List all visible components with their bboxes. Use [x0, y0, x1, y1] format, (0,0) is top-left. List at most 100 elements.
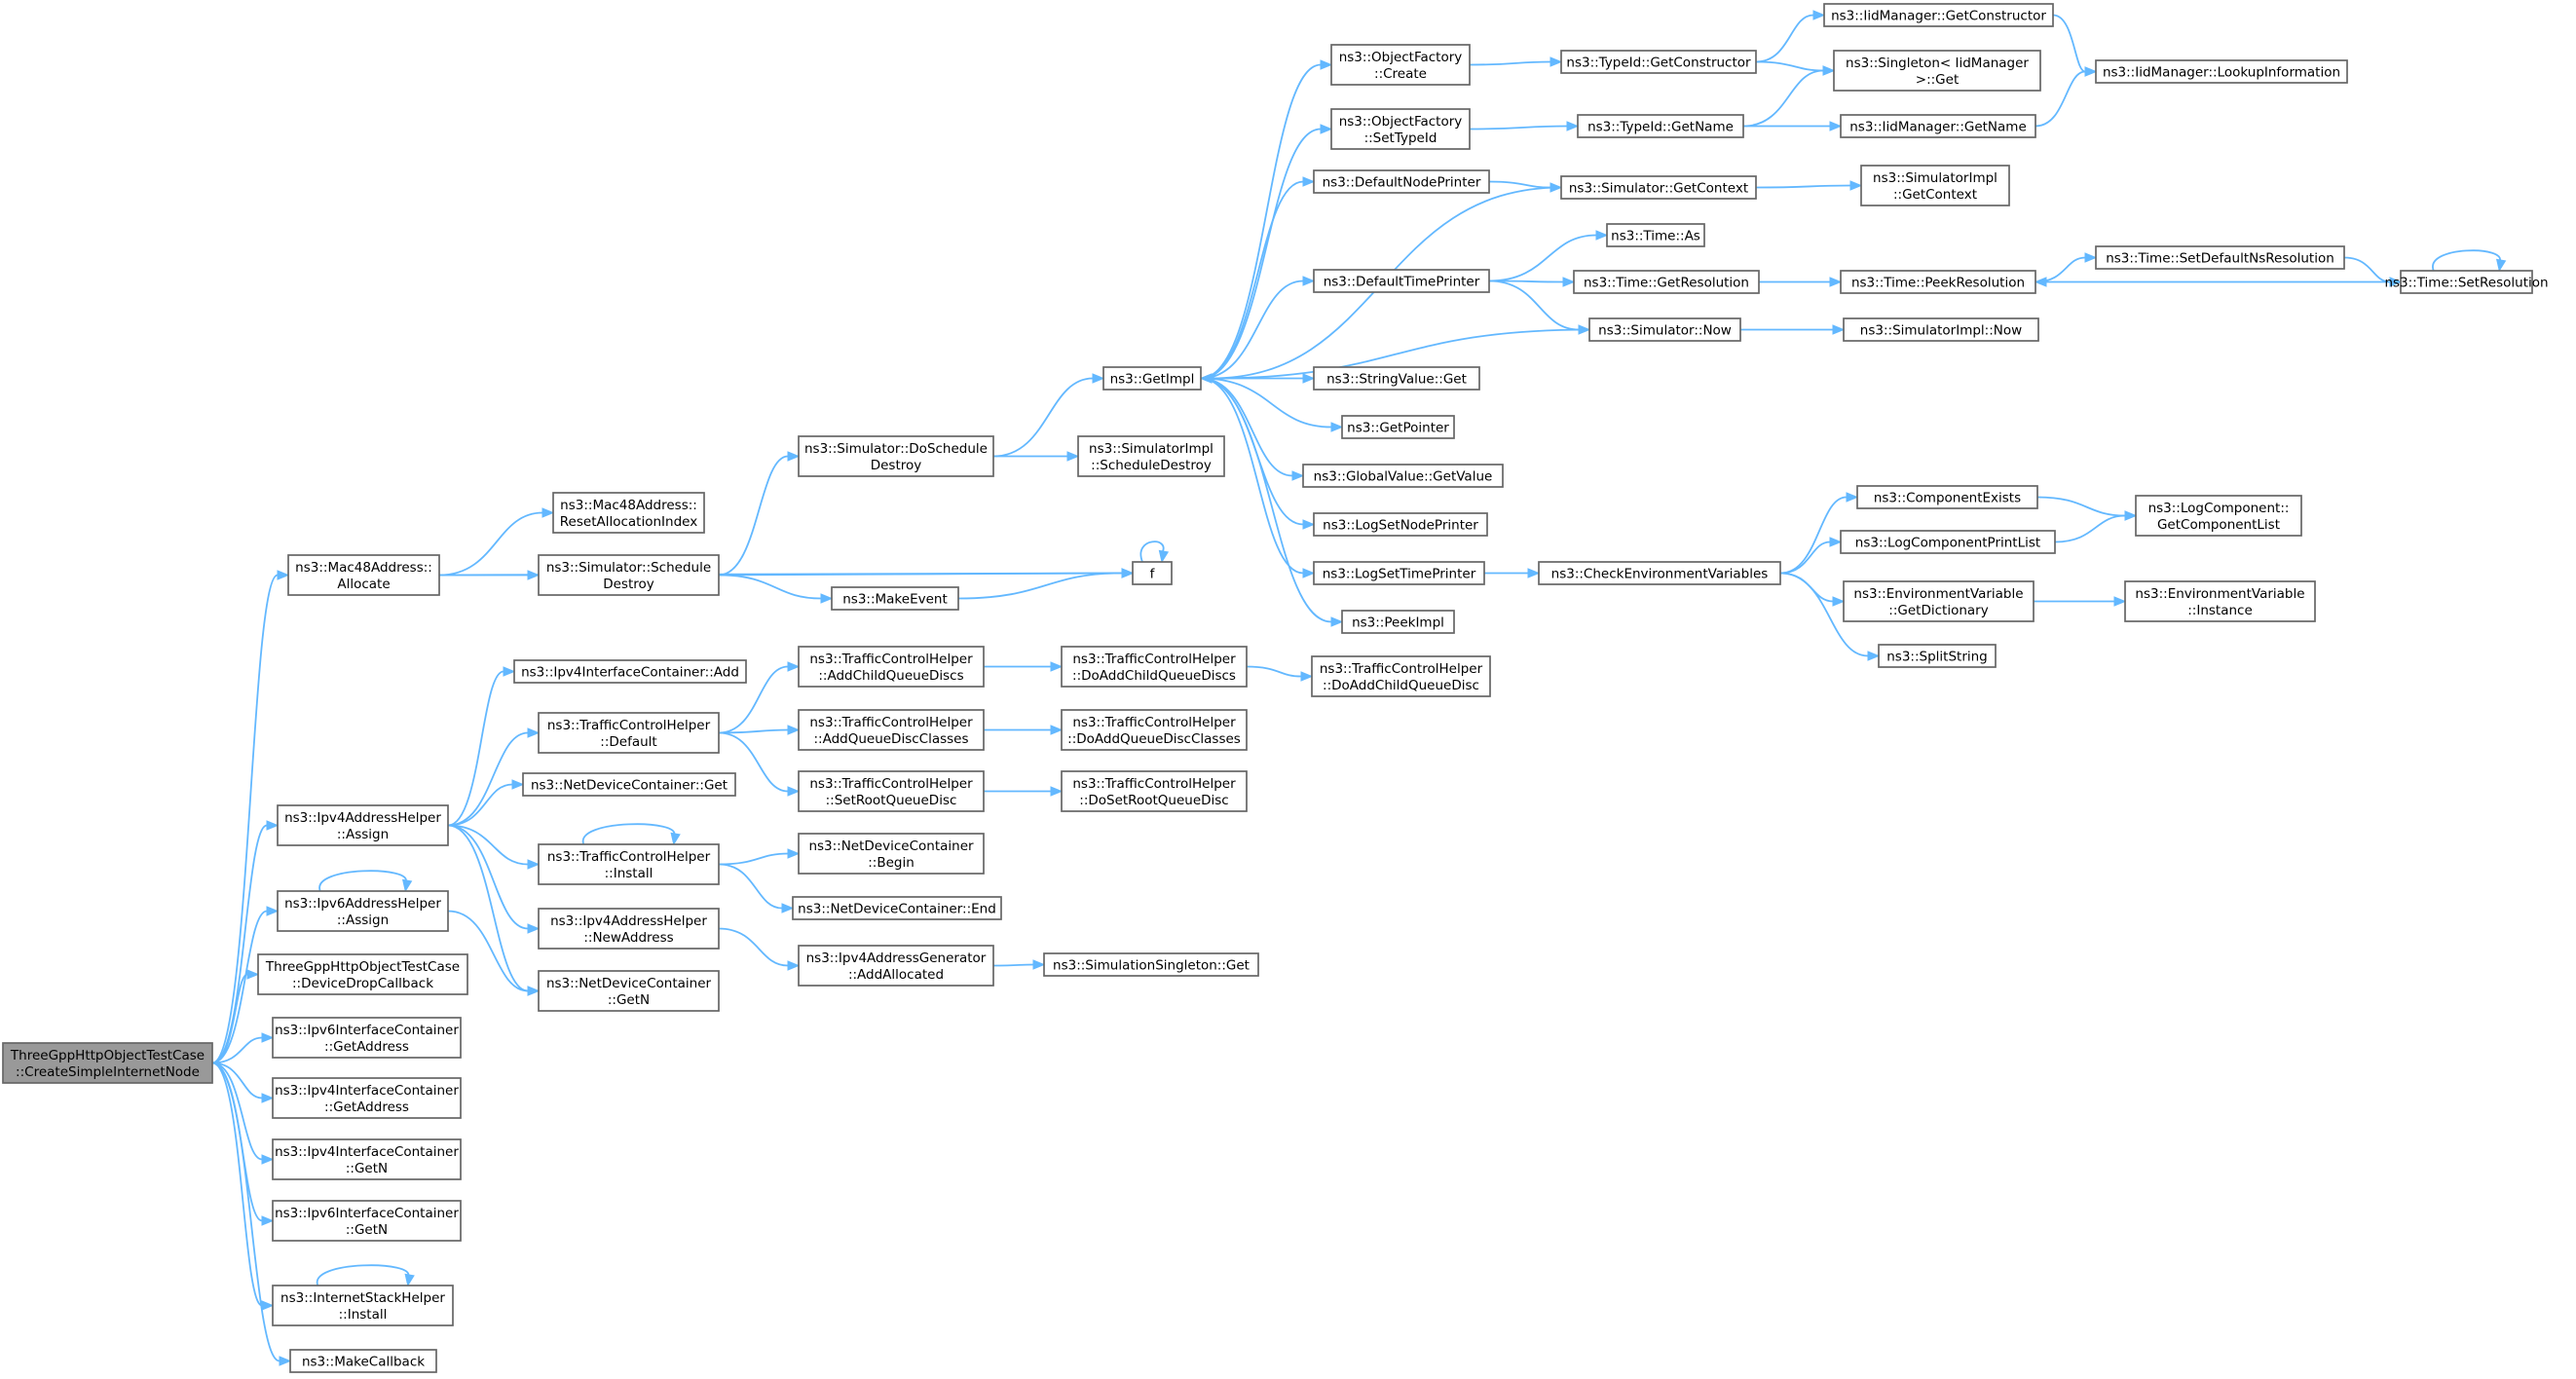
node-simimpl-getctx[interactable]: ns3::SimulatorImpl::GetContext: [1860, 165, 2010, 206]
node-ipv6ic-getaddr[interactable]: ns3::Ipv6InterfaceContainer::GetAddress: [272, 1017, 462, 1059]
edge-def_time_printer-to-time_as: [1488, 230, 1609, 282]
node-tch-doaddchild1[interactable]: ns3::TrafficControlHelper::DoAddChildQue…: [1311, 655, 1491, 697]
node-sim-sched[interactable]: ns3::Simulator::ScheduleDestroy: [538, 554, 720, 596]
edge-ipv4ah_assign-to-ipv4ah_newaddr: [447, 824, 541, 934]
node-simimpl-sched[interactable]: ns3::SimulatorImpl::ScheduleDestroy: [1077, 435, 1225, 477]
edge-ipv6ah_assign-to-ipv6ah_assign: [318, 870, 413, 893]
node-logcomp-printlist[interactable]: ns3::LogComponentPrintList: [1840, 530, 2056, 554]
edge-tch_install-to-tch_install: [582, 823, 681, 846]
edge-arrow: [1121, 568, 1135, 578]
node-ipv4ic-add[interactable]: ns3::Ipv4InterfaceContainer::Add: [513, 659, 747, 684]
node-time-setdefns[interactable]: ns3::Time::SetDefaultNsResolution: [2095, 245, 2345, 270]
node-ndc-getn[interactable]: ns3::NetDeviceContainer::GetN: [538, 970, 720, 1012]
node-tch-default[interactable]: ns3::TrafficControlHelper::Default: [538, 712, 720, 754]
node-ndc-get[interactable]: ns3::NetDeviceContainer::Get: [522, 772, 736, 797]
node-typeid-getname[interactable]: ns3::TypeId::GetName: [1577, 114, 1744, 138]
node-makecallback[interactable]: ns3::MakeCallback: [289, 1349, 437, 1373]
node-ipv4ic-getn[interactable]: ns3::Ipv4InterfaceContainer::GetN: [272, 1138, 462, 1180]
node-label: ns3::CheckEnvironmentVariables: [1551, 567, 1769, 582]
node-peekimpl[interactable]: ns3::PeekImpl: [1341, 610, 1455, 634]
node-def-node-printer[interactable]: ns3::DefaultNodePrinter: [1313, 169, 1490, 194]
node-box: [272, 1138, 462, 1180]
node-ipv6ic-getn[interactable]: ns3::Ipv6InterfaceContainer::GetN: [272, 1200, 462, 1242]
node-f[interactable]: f: [1132, 561, 1173, 585]
node-time-getres[interactable]: ns3::Time::GetResolution: [1573, 270, 1760, 294]
node-env-getdict[interactable]: ns3::EnvironmentVariable::GetDictionary: [1843, 580, 2035, 622]
node-logcomp-getlist[interactable]: ns3::LogComponent::GetComponentList: [2135, 495, 2302, 537]
edge-line: [1755, 14, 1814, 63]
edge-arrow: [787, 960, 801, 971]
node-log-set-time[interactable]: ns3::LogSetTimePrinter: [1313, 561, 1485, 585]
node-ndc-begin[interactable]: ns3::NetDeviceContainer::Begin: [798, 833, 985, 875]
node-mac-reset[interactable]: ns3::Mac48Address::ResetAllocationIndex: [552, 492, 705, 534]
node-mac-alloc[interactable]: ns3::Mac48Address::Allocate: [287, 554, 440, 596]
node-log-set-node[interactable]: ns3::LogSetNodePrinter: [1313, 512, 1488, 537]
node-label: ns3::Ipv4AddressGenerator: [806, 950, 987, 966]
edge-arrow: [1291, 470, 1305, 481]
edge-sim_sched-to-sim_dosched: [718, 451, 801, 577]
node-def-time-printer[interactable]: ns3::DefaultTimePrinter: [1313, 269, 1490, 293]
node-label: ::ScheduleDestroy: [1091, 458, 1212, 473]
edge-line: [1779, 496, 1848, 575]
node-box: [1132, 561, 1173, 585]
edge-arrow: [527, 859, 541, 870]
node-ipv4ah-newaddr[interactable]: ns3::Ipv4AddressHelper::NewAddress: [538, 908, 720, 950]
node-tch-doaddchilds[interactable]: ns3::TrafficControlHelper::DoAddChildQue…: [1061, 646, 1248, 688]
edge-arrow: [2124, 510, 2138, 521]
edge-arrow: [1320, 124, 1333, 134]
node-iid-lookup[interactable]: ns3::IidManager::LookupInformation: [2095, 59, 2348, 84]
node-gv-getvalue[interactable]: ns3::GlobalValue::GetValue: [1302, 464, 1504, 488]
node-time-peekres[interactable]: ns3::Time::PeekResolution: [1840, 270, 2036, 294]
edge-line: [211, 1062, 263, 1307]
node-iid-getctor[interactable]: ns3::IidManager::GetConstructor: [1823, 3, 2054, 27]
node-ipv6ah-assign[interactable]: ns3::Ipv6AddressHelper::Assign: [277, 890, 449, 932]
node-tch-addchild[interactable]: ns3::TrafficControlHelper::AddChildQueue…: [798, 646, 985, 688]
node-box: [1840, 114, 2036, 138]
node-ipv4ic-getaddr[interactable]: ns3::Ipv4InterfaceContainer::GetAddress: [272, 1077, 462, 1119]
node-ish-install[interactable]: ns3::InternetStackHelper::Install: [272, 1285, 454, 1326]
node-label: ns3::LogComponent::: [2148, 501, 2290, 516]
node-check-env[interactable]: ns3::CheckEnvironmentVariables: [1538, 561, 1781, 585]
edge-iid_getname-to-iid_lookup: [2035, 66, 2098, 128]
node-of-create[interactable]: ns3::ObjectFactory::Create: [1330, 44, 1471, 86]
node-typeid-getctor[interactable]: ns3::TypeId::GetConstructor: [1560, 50, 1757, 74]
node-label: ::Default: [600, 734, 656, 750]
node-tch-install[interactable]: ns3::TrafficControlHelper::Install: [538, 843, 720, 885]
node-box: [1577, 114, 1744, 138]
node-root[interactable]: ThreeGppHttpObjectTestCase::CreateSimple…: [2, 1042, 213, 1084]
edge-env_getdict-to-env_instance: [2033, 596, 2127, 607]
node-simimpl-now[interactable]: ns3::SimulatorImpl::Now: [1843, 317, 2039, 342]
node-time-setres[interactable]: ns3::Time::SetResolution: [2384, 270, 2549, 294]
node-tch-addclasses[interactable]: ns3::TrafficControlHelper::AddQueueDiscC…: [798, 709, 985, 751]
node-label: ::GetN: [346, 1161, 388, 1176]
edge-arrow: [541, 507, 555, 518]
node-ndc-end[interactable]: ns3::NetDeviceContainer::End: [792, 896, 1002, 920]
node-tch-setroot[interactable]: ns3::TrafficControlHelper::SetRootQueueD…: [798, 770, 985, 812]
node-devdrop[interactable]: ThreeGppHttpObjectTestCase::DeviceDropCa…: [257, 953, 468, 995]
node-tch-dosetroot[interactable]: ns3::TrafficControlHelper::DoSetRootQueu…: [1061, 770, 1248, 812]
node-sim-now[interactable]: ns3::Simulator::Now: [1588, 317, 1741, 342]
node-ipv4ag-addalloc[interactable]: ns3::Ipv4AddressGenerator::AddAllocated: [798, 945, 994, 987]
edge-sim_sched-to-make_event: [718, 574, 834, 604]
node-getimpl[interactable]: ns3::GetImpl: [1102, 366, 1202, 391]
node-comp-exists[interactable]: ns3::ComponentExists: [1856, 485, 2038, 509]
node-stringvalue-get[interactable]: ns3::StringValue::Get: [1313, 366, 1480, 391]
node-env-instance[interactable]: ns3::EnvironmentVariable::Instance: [2124, 580, 2316, 622]
node-time-as[interactable]: ns3::Time::As: [1606, 223, 1705, 247]
node-singleton-get[interactable]: ns3::Singleton< IidManager >::Get: [1833, 50, 2041, 92]
edge-getimpl-to-def_time_printer: [1200, 276, 1316, 380]
node-make-event[interactable]: ns3::MakeEvent: [831, 586, 959, 611]
node-simsingleton-get[interactable]: ns3::SimulationSingleton::Get: [1043, 952, 1259, 977]
node-of-settypeid[interactable]: ns3::ObjectFactory::SetTypeId: [1330, 108, 1471, 150]
edge-arrow: [1549, 56, 1563, 67]
node-tch-doaddclasses[interactable]: ns3::TrafficControlHelper::DoAddQueueDis…: [1061, 709, 1248, 751]
node-split-string[interactable]: ns3::SplitString: [1878, 644, 1997, 668]
node-iid-getname[interactable]: ns3::IidManager::GetName: [1840, 114, 2036, 138]
node-label: GetComponentList: [2157, 517, 2280, 533]
node-sim-getcontext[interactable]: ns3::Simulator::GetContext: [1560, 175, 1757, 200]
node-ipv4ah-assign[interactable]: ns3::Ipv4AddressHelper::Assign: [277, 804, 449, 846]
node-getpointer[interactable]: ns3::GetPointer: [1341, 415, 1455, 439]
edge-ish_install-to-ish_install: [317, 1264, 415, 1287]
node-box: [1102, 366, 1202, 391]
